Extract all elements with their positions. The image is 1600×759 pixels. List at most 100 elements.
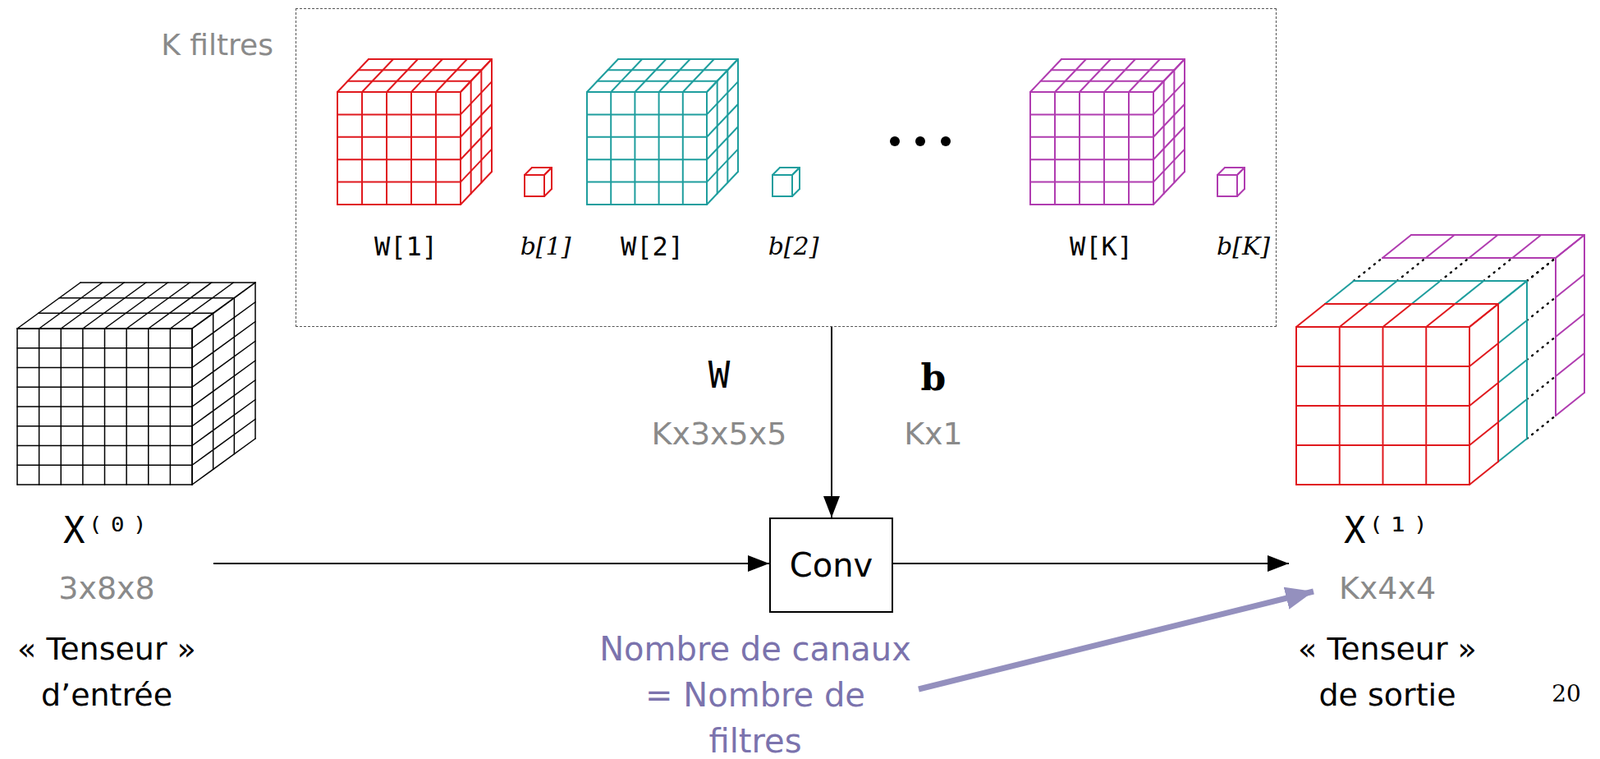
grid-line bbox=[1030, 181, 1154, 184]
annotation-note: Nombre de canaux = Nombre de filtres bbox=[598, 625, 913, 759]
filter-bias: b[1] bbox=[517, 160, 575, 265]
grid-line bbox=[792, 188, 800, 197]
output-channel-slab bbox=[1296, 303, 1499, 485]
grid-line bbox=[368, 58, 492, 60]
bias-cube bbox=[772, 167, 800, 197]
grid-line bbox=[1368, 280, 1398, 304]
grid-line bbox=[772, 174, 793, 176]
grid-line bbox=[1411, 233, 1585, 236]
grid-line bbox=[386, 59, 418, 92]
grid-line bbox=[1030, 59, 1062, 92]
grid-line bbox=[192, 418, 256, 465]
grid-line bbox=[792, 167, 800, 175]
grid-line bbox=[791, 174, 794, 197]
grid-line bbox=[1029, 91, 1032, 205]
grid-line bbox=[1152, 91, 1155, 205]
grid-line bbox=[192, 360, 256, 407]
grid-line bbox=[1497, 303, 1500, 462]
grid-line bbox=[480, 69, 482, 183]
grid-line bbox=[1440, 257, 1470, 281]
grid-line bbox=[17, 464, 193, 467]
grid-line bbox=[460, 171, 492, 205]
grid-line bbox=[683, 59, 715, 92]
cube-face bbox=[1217, 174, 1238, 197]
grid-line bbox=[1237, 167, 1245, 175]
grid-line bbox=[524, 167, 532, 175]
grid-line bbox=[1469, 234, 1499, 258]
grid-line bbox=[1030, 203, 1154, 206]
filter-cube bbox=[337, 59, 492, 205]
grid-line bbox=[1061, 58, 1185, 60]
flow-arrow bbox=[893, 562, 1289, 564]
node-label: X⁽¹⁾ bbox=[1343, 508, 1431, 552]
grid-line bbox=[1054, 91, 1056, 205]
grid-line bbox=[1412, 280, 1441, 304]
grid-line bbox=[1498, 280, 1527, 304]
grid-line bbox=[361, 91, 363, 205]
grid-line bbox=[362, 59, 394, 92]
grid-line bbox=[1469, 421, 1499, 445]
grid-line bbox=[550, 167, 553, 189]
ellipsis-dot bbox=[940, 136, 951, 147]
grid-line bbox=[1296, 325, 1470, 328]
grid-line bbox=[586, 158, 707, 161]
cube-face bbox=[1296, 303, 1499, 327]
grid-line bbox=[1526, 257, 1556, 281]
process-box: Conv bbox=[769, 517, 894, 613]
grid-line bbox=[798, 167, 801, 189]
node-label: b[1] bbox=[520, 228, 572, 265]
node-sublabel: « Tenseur » d’entrée bbox=[0, 625, 214, 718]
grid-line bbox=[1153, 171, 1185, 205]
grid-line bbox=[779, 166, 800, 169]
grid-line bbox=[192, 438, 256, 485]
grid-line bbox=[1555, 353, 1585, 376]
grid-line bbox=[586, 59, 619, 92]
grid-line bbox=[1512, 234, 1541, 258]
grid-line bbox=[1498, 280, 1527, 304]
grid-line bbox=[337, 113, 461, 115]
filter-weights: W[1] bbox=[332, 82, 481, 265]
grid-line bbox=[337, 181, 461, 184]
node-label: W[K] bbox=[1069, 228, 1133, 265]
grid-line bbox=[192, 399, 256, 446]
grid-line bbox=[586, 91, 707, 93]
grid-line bbox=[435, 59, 468, 92]
grid-line bbox=[17, 366, 193, 369]
grid-line bbox=[1425, 234, 1455, 258]
grid-line bbox=[1237, 167, 1245, 175]
grid-line bbox=[1469, 461, 1499, 485]
grid-line bbox=[1555, 313, 1585, 337]
grid-line bbox=[192, 340, 256, 387]
filter-weights: W[K] bbox=[1027, 82, 1176, 265]
output-tensor: X⁽¹⁾Kx4x4« Tenseur » de sortie bbox=[1288, 508, 1486, 715]
grid-line bbox=[772, 167, 780, 175]
grid-line bbox=[17, 425, 193, 427]
grid-line bbox=[1217, 195, 1238, 198]
grid-line bbox=[1030, 158, 1154, 161]
grid-line bbox=[1030, 136, 1154, 138]
grid-line bbox=[597, 80, 718, 83]
grid-line bbox=[771, 174, 774, 197]
grid-line bbox=[459, 91, 462, 205]
grid-line bbox=[1152, 91, 1155, 205]
grid-line bbox=[192, 282, 256, 329]
grid-line bbox=[1526, 280, 1528, 439]
grid-line bbox=[543, 174, 546, 197]
grid-line bbox=[1339, 303, 1369, 327]
cube-face bbox=[524, 174, 545, 197]
grid-line bbox=[792, 167, 800, 175]
grid-line bbox=[586, 203, 707, 206]
grid-line bbox=[411, 59, 443, 92]
grid-line bbox=[212, 312, 215, 469]
grid-line bbox=[586, 113, 707, 115]
grid-line bbox=[1469, 303, 1499, 327]
grid-line bbox=[1104, 59, 1136, 92]
grid-line bbox=[659, 59, 691, 92]
grid-line bbox=[1483, 257, 1513, 281]
grid-line bbox=[1183, 59, 1186, 172]
node-label: b[2] bbox=[768, 228, 820, 265]
grid-line bbox=[524, 195, 545, 198]
page-number: 20 bbox=[1551, 679, 1582, 708]
grid-line bbox=[1103, 91, 1105, 205]
filter-cube bbox=[1030, 59, 1185, 205]
